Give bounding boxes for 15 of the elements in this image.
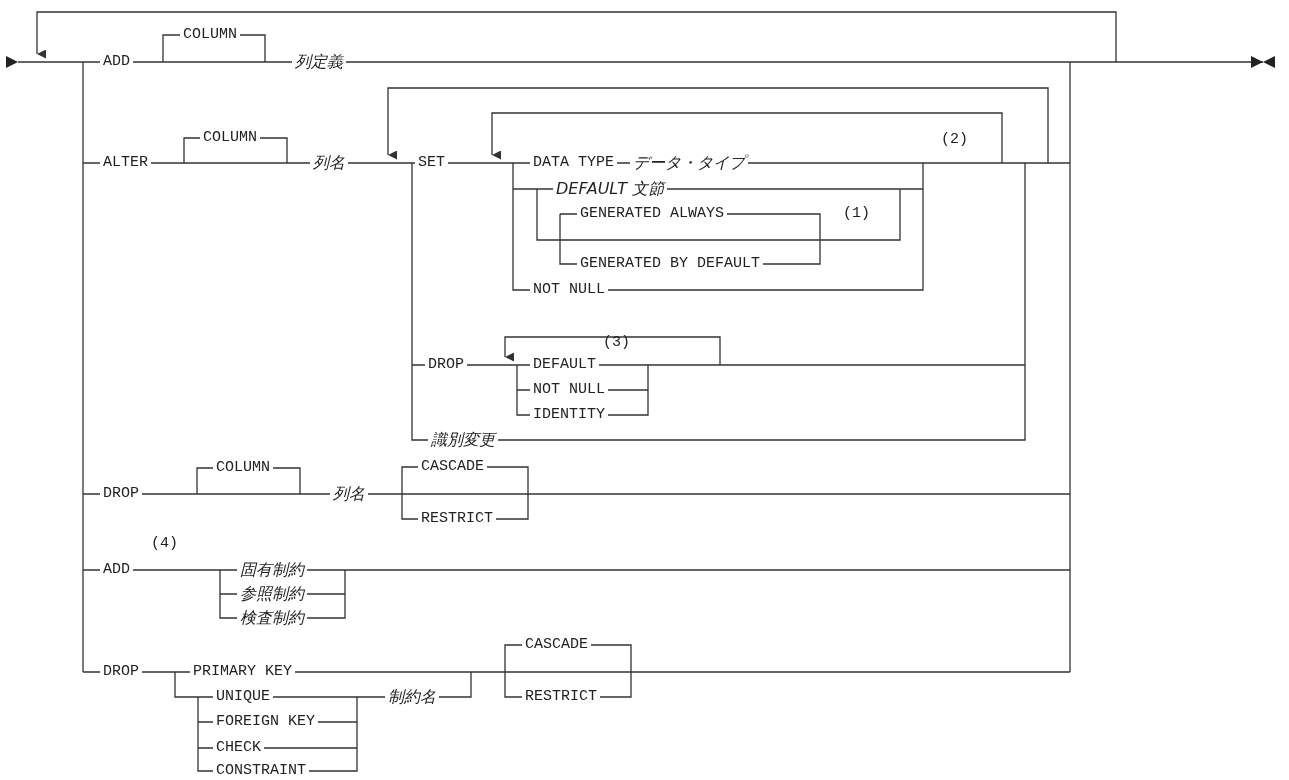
variable-name: 識別変更 (428, 431, 498, 449)
variable-name: 参照制約 (237, 585, 307, 603)
variable-name: データ・タイプ (630, 154, 748, 172)
variable-name: 検査制約 (237, 609, 307, 627)
footnote-mark: (2) (940, 132, 969, 148)
variable-name: 固有制約 (237, 561, 307, 579)
footnote-mark: (3) (602, 335, 631, 351)
footnote-mark: (4) (150, 536, 179, 552)
variable-name: 列名 (330, 485, 368, 503)
variable-name: 制約名 (385, 688, 439, 706)
footnote-mark: (1) (842, 206, 871, 222)
variable-name: 列名 (310, 154, 348, 172)
variable-name: DEFAULT 文節 (553, 180, 668, 198)
variable-name: 列定義 (292, 53, 346, 71)
keyword: UNIQUE (213, 689, 273, 705)
